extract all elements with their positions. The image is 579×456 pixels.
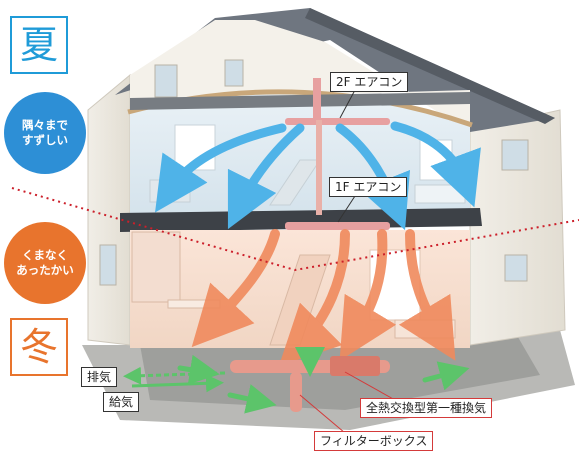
ventilation-arrow bbox=[422, 361, 470, 391]
cool-air-arrow bbox=[390, 121, 481, 208]
summer-kanji-box: 夏 bbox=[10, 16, 68, 74]
winter-kanji-box: 冬 bbox=[10, 318, 68, 376]
vertical-duct-attic bbox=[313, 78, 321, 120]
left-exterior-wall bbox=[87, 73, 131, 346]
leader-2f-ac bbox=[339, 89, 356, 119]
attic-window-2 bbox=[224, 59, 244, 87]
label-supply: 給気 bbox=[103, 392, 140, 412]
right-window-lower bbox=[504, 254, 528, 282]
winter-caption-line1: くまなく bbox=[22, 248, 68, 262]
label-2f-air-conditioner: 2F エアコン bbox=[330, 72, 409, 92]
summer-caption-bubble: 隅々まで すずしい bbox=[4, 92, 86, 174]
ac-duct-2f bbox=[285, 118, 390, 125]
erv-duct-branch bbox=[290, 372, 302, 412]
dining-table bbox=[167, 299, 221, 309]
winter-kanji: 冬 bbox=[19, 325, 58, 369]
warm-air-arrow bbox=[339, 229, 397, 361]
right-window-upper bbox=[501, 139, 529, 171]
summer-kanji: 夏 bbox=[19, 23, 58, 67]
bed bbox=[414, 184, 466, 204]
attic-window bbox=[154, 64, 178, 98]
left-window bbox=[99, 244, 117, 286]
roof-edge bbox=[305, 8, 555, 124]
cool-air-arrow bbox=[335, 123, 411, 231]
ventilation-arrow bbox=[177, 354, 220, 385]
summer-caption-line1: 隅々まで bbox=[22, 118, 68, 132]
label-exhaust: 排気 bbox=[81, 367, 118, 387]
cool-air-arrow bbox=[155, 123, 287, 213]
kitchen-cabinets bbox=[131, 231, 181, 303]
warm-air-arrow bbox=[191, 229, 280, 348]
label-1f-air-conditioner: 1F エアコン bbox=[329, 177, 408, 197]
label-filter-box: フィルターボックス bbox=[314, 431, 434, 451]
erv-unit bbox=[330, 356, 380, 376]
season-divider-line bbox=[11, 187, 579, 272]
summer-caption-line2: すずしい bbox=[22, 133, 68, 147]
ac-duct-1f bbox=[285, 222, 390, 230]
winter-caption-bubble: くまなく あったかい bbox=[4, 222, 86, 304]
sofa bbox=[394, 319, 456, 339]
label-erv-ventilation: 全熱交換型第一種換気 bbox=[360, 398, 493, 418]
leader-1f-ac bbox=[337, 195, 356, 223]
cool-air-arrow bbox=[227, 123, 305, 230]
warm-air-arrow bbox=[398, 229, 456, 361]
vertical-duct-shaft bbox=[316, 120, 322, 215]
warm-air-arrow bbox=[278, 229, 350, 367]
leader-filter bbox=[299, 394, 346, 434]
attic-floor-slab bbox=[130, 92, 470, 110]
ventilation-arrow bbox=[227, 384, 277, 414]
attic-gable bbox=[130, 20, 470, 132]
leader-erv bbox=[344, 371, 396, 401]
winter-caption-line2: あったかい bbox=[16, 263, 74, 277]
